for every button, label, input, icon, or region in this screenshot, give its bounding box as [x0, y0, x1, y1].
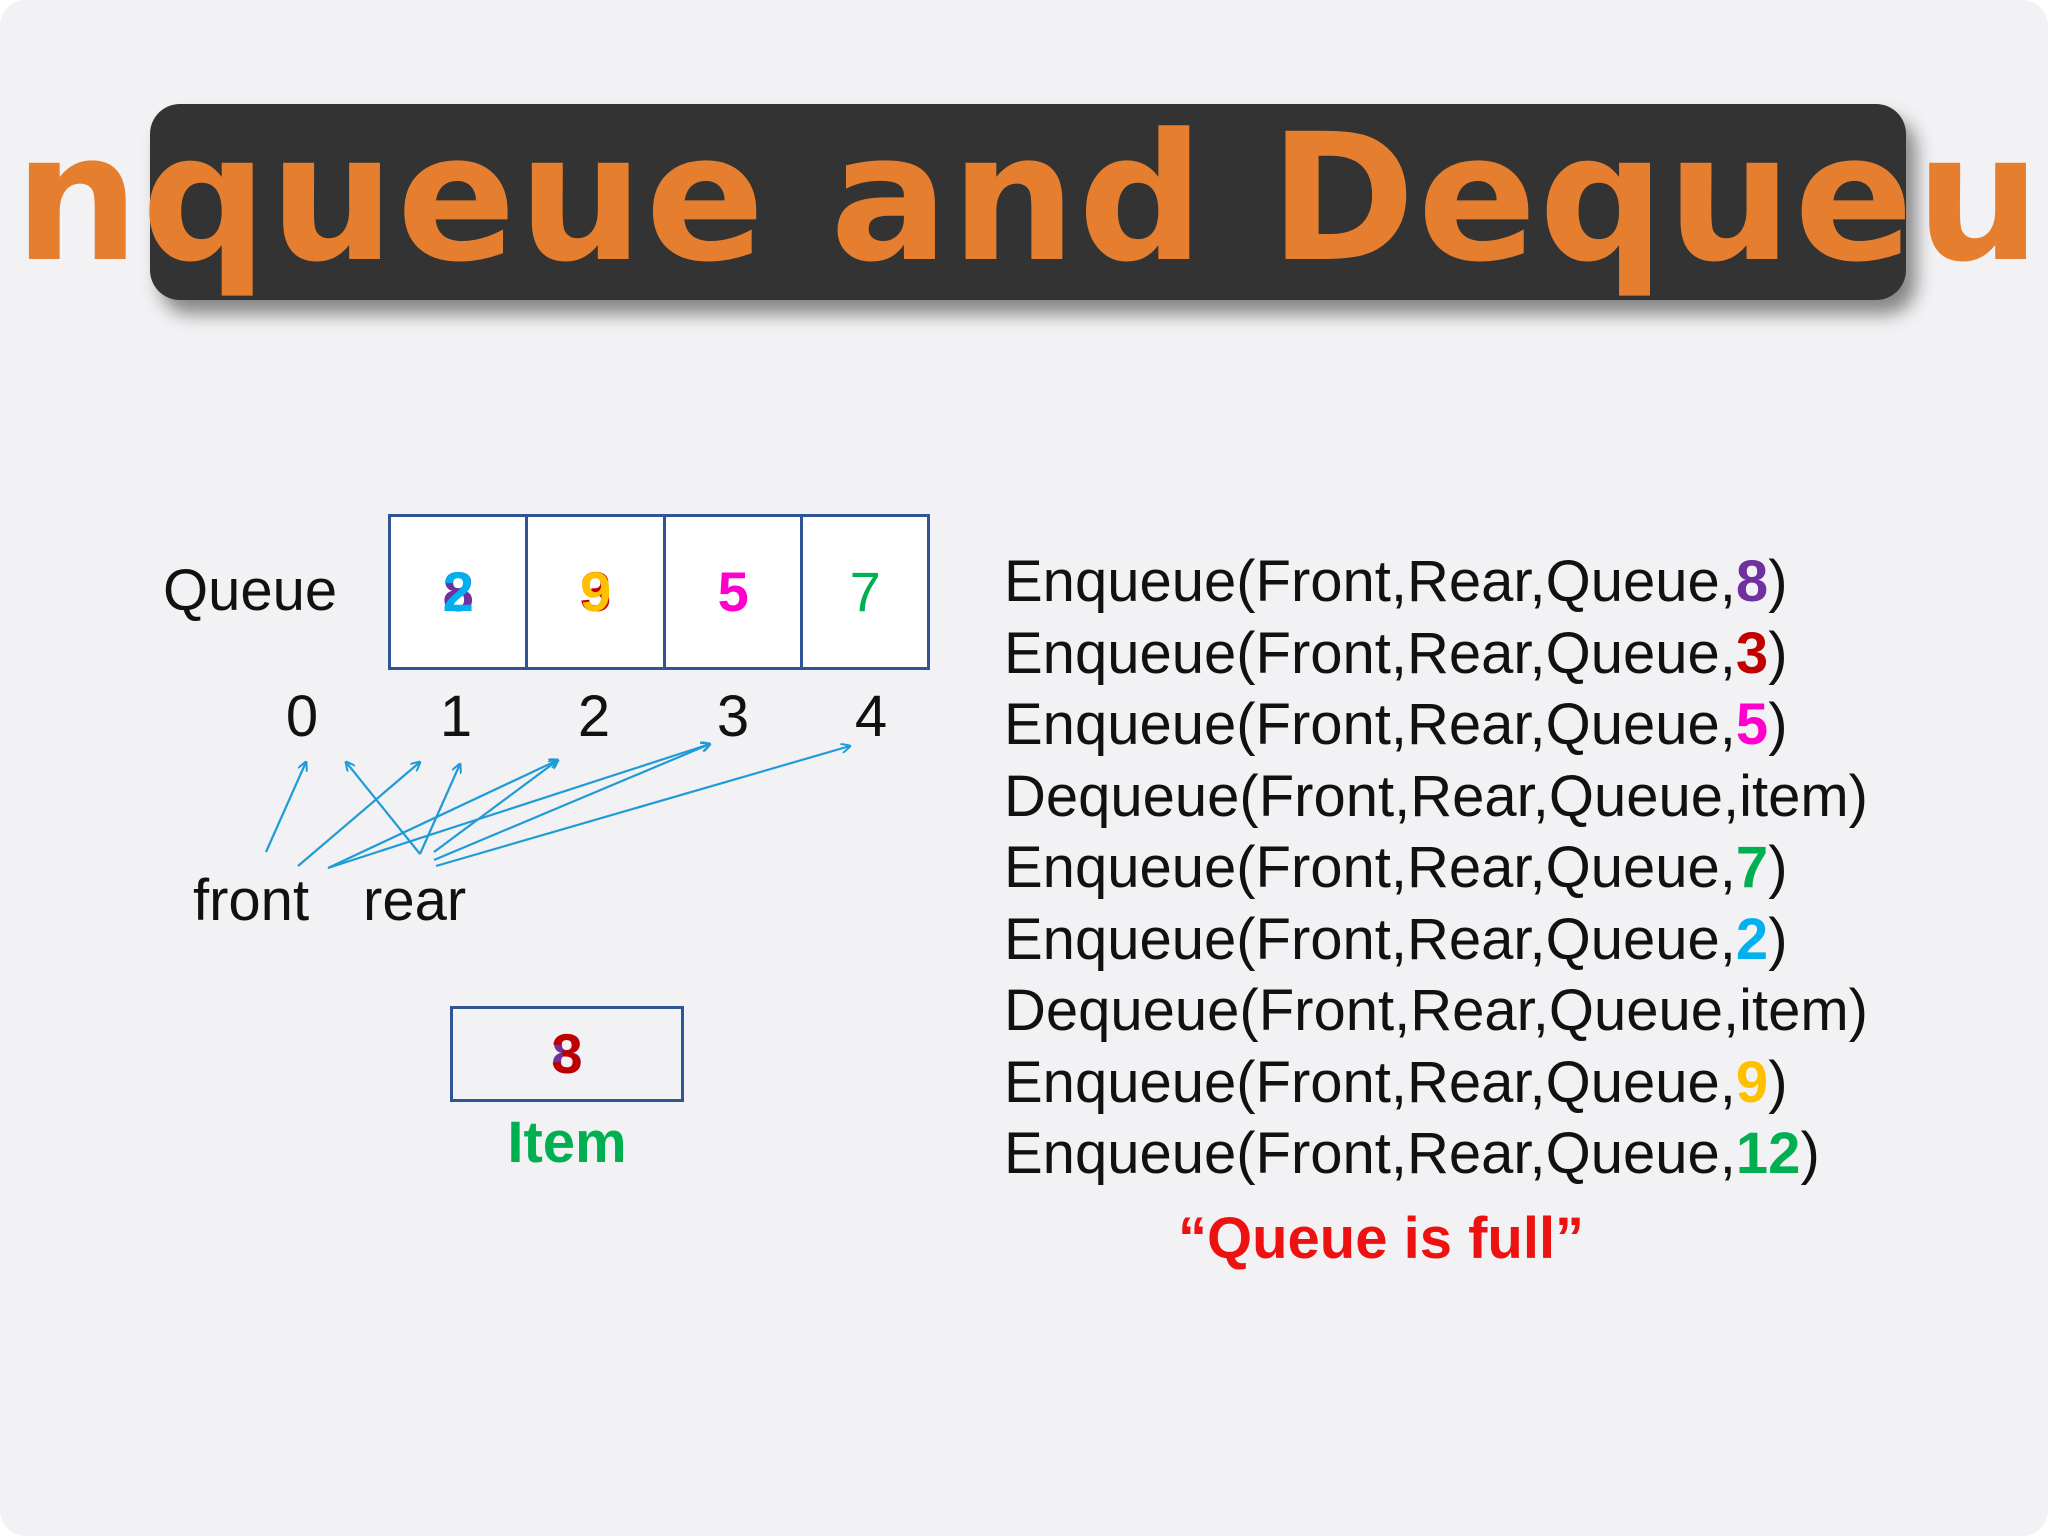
operation-argument: 5 [1735, 692, 1769, 757]
operation-call: Enqueue(Front,Rear,Queue, [1004, 620, 1736, 686]
operation-line: Enqueue(Front,Rear,Queue,12) [1004, 1118, 1868, 1190]
index-label: 4 [854, 684, 888, 749]
rear-arrow [435, 746, 850, 868]
queue-value: 9 [580, 560, 612, 623]
operation-close-paren: ) [1800, 1121, 1820, 1186]
operation-argument: 9 [1735, 1049, 1769, 1115]
front-arrow [327, 760, 558, 869]
operation-line: Enqueue(Front,Rear,Queue,3) [1004, 618, 1868, 690]
operation-argument: 7 [1735, 835, 1769, 900]
front-label: front [193, 868, 310, 933]
operation-call: Enqueue(Front,Rear,Queue, [1004, 1049, 1736, 1115]
operation-call: Enqueue(Front,Rear,Queue, [1004, 835, 1736, 900]
item-value: 8 [551, 1022, 583, 1085]
queue-value: 2 [442, 560, 474, 623]
index-label: 3 [716, 684, 750, 749]
operation-call: Enqueue(Front,Rear,Queue, [1004, 549, 1736, 614]
item-label: Item [507, 1110, 627, 1175]
front-arrow [264, 762, 306, 853]
operation-line: Enqueue(Front,Rear,Queue,8) [1004, 546, 1868, 618]
operation-call: Enqueue(Front,Rear,Queue, [1004, 906, 1736, 972]
rear-arrow [418, 764, 460, 855]
queue-value: 3 [580, 560, 612, 623]
operation-call: Enqueue(Front,Rear,Queue, [1004, 692, 1736, 757]
operation-argument: 12 [1735, 1121, 1801, 1186]
queue-cell-3: 5 [666, 517, 804, 667]
rear-label: rear [363, 868, 467, 933]
index-label: 0 [285, 684, 319, 749]
operation-argument: 3 [1735, 620, 1769, 686]
slide-title: Enqueue and Dequeue [0, 96, 2048, 301]
queue-value: 5 [717, 560, 749, 623]
operation-line: Enqueue(Front,Rear,Queue,7) [1004, 832, 1868, 904]
operation-close-paren: ) [1768, 620, 1788, 686]
rear-arrow [433, 760, 558, 853]
title-banner: Enqueue and Dequeue [0, 96, 2048, 301]
operation-call: Enqueue(Front,Rear,Queue, [1004, 1121, 1736, 1186]
queue-value: 7 [849, 560, 881, 623]
queue-label: Queue [163, 558, 338, 623]
operation-line: Enqueue(Front,Rear,Queue,2) [1004, 904, 1868, 976]
operation-close-paren: ) [1768, 1049, 1788, 1115]
operation-argument: 8 [1735, 549, 1769, 614]
operation-argument: 2 [1735, 906, 1769, 972]
queue-value: 8 [442, 560, 474, 623]
front-arrow [327, 744, 710, 870]
operation-close-paren: ) [1768, 549, 1788, 614]
operation-line: Enqueue(Front,Rear,Queue,9) [1004, 1047, 1868, 1119]
operation-close-paren: ) [1768, 906, 1788, 972]
queue-full-message: “Queue is full” [1178, 1206, 1585, 1271]
front-arrow [297, 762, 420, 867]
rear-arrow [346, 762, 421, 855]
queue-cell-4: 7 [803, 517, 927, 667]
operation-close-paren: ) [1768, 835, 1788, 900]
item-value: 3 [551, 1022, 583, 1085]
operations-list: Enqueue(Front,Rear,Queue,8)Enqueue(Front… [1004, 546, 1868, 1190]
operation-line: Dequeue(Front,Rear,Queue,item) [1004, 975, 1868, 1047]
operation-call: Dequeue(Front,Rear,Queue,item) [1004, 763, 1868, 829]
operation-line: Dequeue(Front,Rear,Queue,item) [1004, 761, 1868, 833]
operation-call: Dequeue(Front,Rear,Queue,item) [1004, 978, 1868, 1043]
index-label: 2 [577, 684, 611, 749]
operation-close-paren: ) [1768, 692, 1788, 757]
index-label: 1 [439, 684, 473, 749]
rear-arrow [433, 744, 710, 862]
operation-line: Enqueue(Front,Rear,Queue,5) [1004, 689, 1868, 761]
